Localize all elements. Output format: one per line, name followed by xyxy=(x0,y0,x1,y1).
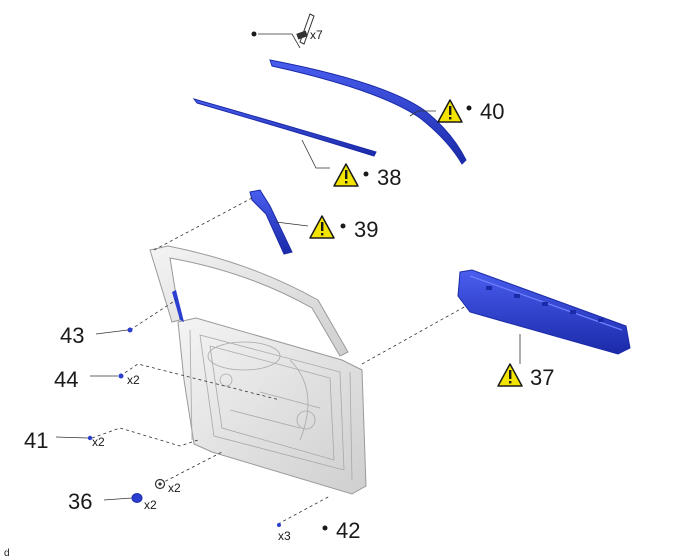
door-panel xyxy=(149,245,367,495)
clip-top-icon xyxy=(296,13,315,45)
qty-grommet: x2 xyxy=(168,481,181,495)
part-41-clip xyxy=(87,435,93,441)
callout-44: 44 xyxy=(54,367,78,392)
callout-39: 39 xyxy=(354,217,378,242)
part-36-cap xyxy=(131,493,143,503)
part-38-channel xyxy=(192,98,377,157)
corner-mark: d xyxy=(4,548,10,559)
qty-42: x3 xyxy=(278,529,291,543)
bullet-icon xyxy=(251,31,257,37)
qty-clip-top: x7 xyxy=(310,28,323,42)
grommet-icon xyxy=(154,478,166,490)
part-39-garnish xyxy=(249,189,293,255)
callout-41: 41 xyxy=(24,428,48,453)
qty-41: x2 xyxy=(92,435,105,449)
callout-40: 40 xyxy=(480,99,504,124)
callout-38: 38 xyxy=(377,165,401,190)
qty-44: x2 xyxy=(127,373,140,387)
callout-36: 36 xyxy=(68,489,92,514)
part-42-screw xyxy=(277,523,281,527)
qty-36: x2 xyxy=(144,498,157,512)
callout-43: 43 xyxy=(60,323,84,348)
warning-icon xyxy=(497,363,523,387)
warning-icon xyxy=(333,163,359,187)
part-44-clip xyxy=(118,373,124,379)
part-37-moulding xyxy=(457,269,631,355)
dashed-assembly-lines xyxy=(91,197,467,525)
leader-lines xyxy=(55,33,521,501)
bullet-icons xyxy=(322,105,472,531)
callout-37: 37 xyxy=(530,365,554,390)
part-43-clip xyxy=(127,327,133,333)
part-40-weatherstrip xyxy=(269,59,467,165)
callout-42: 42 xyxy=(336,518,360,543)
warning-icon xyxy=(309,215,335,239)
warning-icon xyxy=(437,99,463,123)
